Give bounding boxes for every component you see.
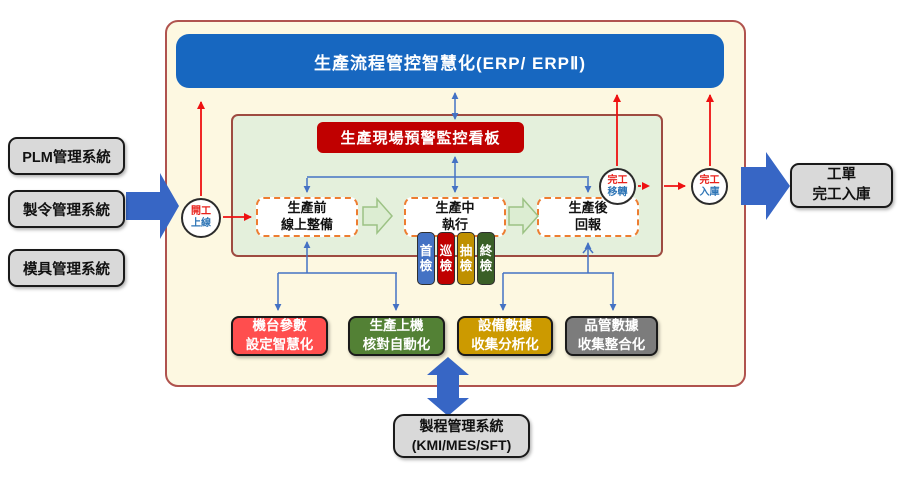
system-mold: 模具管理系統 xyxy=(8,249,125,287)
system-plm: PLM管理系統 xyxy=(8,137,125,175)
milestone-stockin-line1: 完工 xyxy=(699,174,720,186)
erp-banner: 生產流程管控智慧化(ERP/ ERPⅡ) xyxy=(176,34,724,88)
stage-pre-production: 生產前 線上整備 xyxy=(256,197,358,237)
feature-quality-data-line1: 品管數據 xyxy=(584,318,639,334)
feature-equipment-data-line1: 設備數據 xyxy=(478,318,532,334)
feature-machine-verify-line2: 核對自動化 xyxy=(362,337,431,352)
inspection-patrol: 巡檢 xyxy=(437,232,455,285)
process-system-line2: (KMI/MES/SFT) xyxy=(411,437,512,453)
alert-kanban-label: 生產現場預警監控看板 xyxy=(340,130,501,147)
stage-post-line1: 生產後 xyxy=(568,200,608,216)
feature-equipment-data-line2: 收集分析化 xyxy=(471,337,539,352)
feature-machine-params-line2: 設定智慧化 xyxy=(245,337,314,352)
output-workorder-line2: 完工入庫 xyxy=(812,186,871,203)
system-mo-label: 製令管理系統 xyxy=(23,202,110,219)
process-system-line1: 製程管理系統 xyxy=(419,418,504,435)
erp-banner-label: 生產流程管控智慧化(ERP/ ERPⅡ) xyxy=(313,53,587,73)
feature-quality-data: 品管數據 收集整合化 xyxy=(565,316,658,356)
stage-pre-line1: 生產前 xyxy=(287,200,327,216)
milestone-start-line1: 開工 xyxy=(191,206,211,217)
feature-machine-verify-line1: 生產上機 xyxy=(369,318,424,334)
stage-during-line2: 執行 xyxy=(441,217,468,232)
feature-machine-params-line1: 機台參數 xyxy=(252,318,307,334)
milestone-start-circle: 開工 上線 xyxy=(181,198,221,238)
inspection-final: 終檢 xyxy=(477,232,495,285)
milestone-transfer-circle: 完工 移轉 xyxy=(599,168,636,205)
output-workorder-box: 工單 完工入庫 xyxy=(790,163,893,208)
milestone-transfer-line1: 完工 xyxy=(607,174,628,186)
system-mold-label: 模具管理系統 xyxy=(23,261,110,278)
inspection-patrol-label: 巡檢 xyxy=(439,244,453,273)
feature-machine-params: 機台參數 設定智慧化 xyxy=(231,316,328,356)
system-mo: 製令管理系統 xyxy=(8,190,125,228)
milestone-stockin-circle: 完工 入庫 xyxy=(691,168,728,205)
right-output-arrow xyxy=(741,152,790,220)
output-workorder-line1: 工單 xyxy=(827,166,856,183)
feature-quality-data-line2: 收集整合化 xyxy=(577,337,646,352)
inspection-first: 首檢 xyxy=(417,232,435,285)
milestone-stockin-line2: 入庫 xyxy=(699,186,720,198)
process-system-box: 製程管理系統 (KMI/MES/SFT) xyxy=(393,414,530,458)
milestone-start-line2: 上線 xyxy=(191,218,211,229)
feature-equipment-data: 設備數據 收集分析化 xyxy=(457,316,553,356)
feature-machine-verify: 生產上機 核對自動化 xyxy=(348,316,445,356)
inspection-sampling: 抽檢 xyxy=(457,232,475,285)
milestone-transfer-line2: 移轉 xyxy=(607,186,628,198)
stage-post-line2: 回報 xyxy=(574,217,601,232)
system-plm-label: PLM管理系統 xyxy=(22,149,111,166)
stage-in-production: 生產中 執行 xyxy=(404,197,506,237)
stage-pre-line2: 線上整備 xyxy=(280,217,333,232)
alert-kanban-banner: 生產現場預警監控看板 xyxy=(317,122,524,153)
stage-during-line1: 生產中 xyxy=(435,200,475,216)
inspection-final-label: 終檢 xyxy=(479,244,493,273)
inspection-sampling-label: 抽檢 xyxy=(459,244,473,273)
inspection-first-label: 首檢 xyxy=(419,244,433,273)
